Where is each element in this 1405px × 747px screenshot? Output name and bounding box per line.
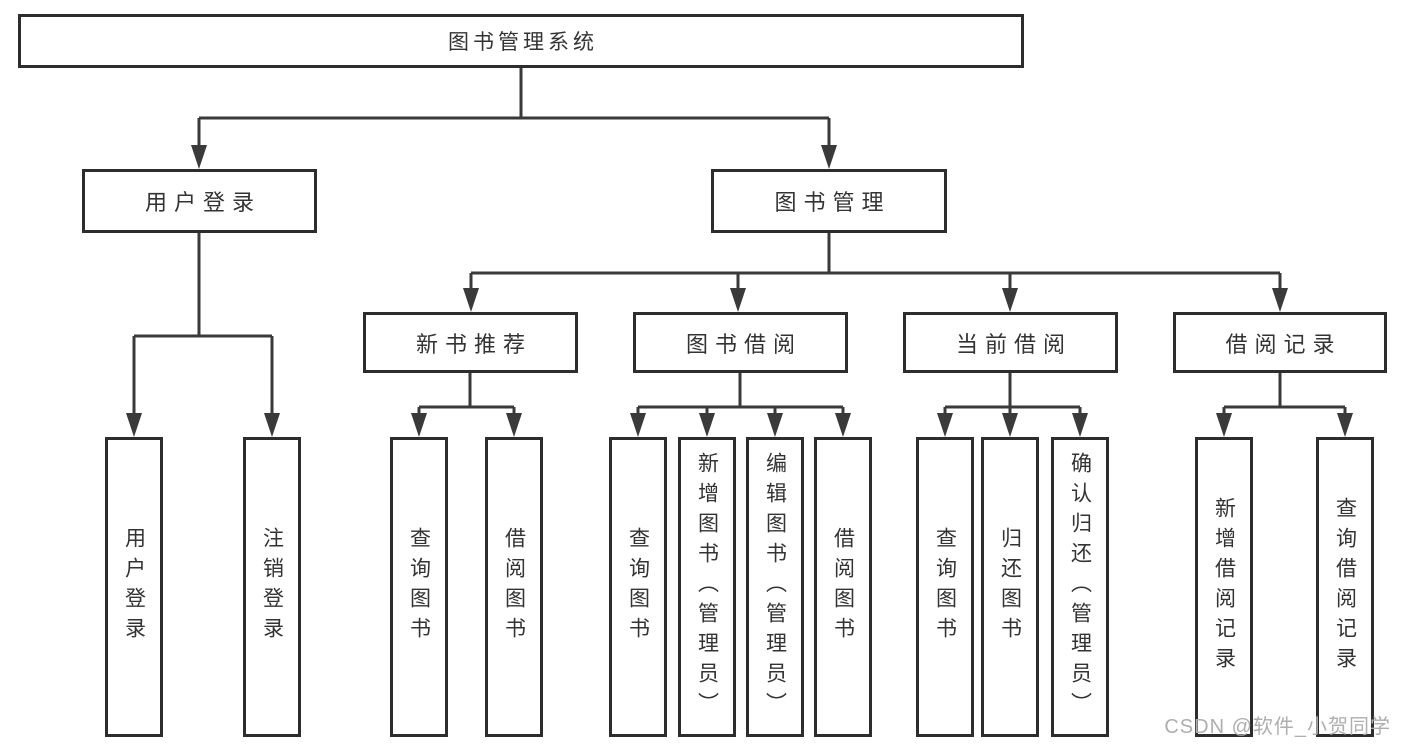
leaf-borrow-books: 借阅图书 <box>814 437 872 737</box>
leaf-user-login: 用户登录 <box>105 437 163 737</box>
node-root: 图书管理系统 <box>18 14 1024 68</box>
leaf-add-book-admin-label: 新增图书（管理员） <box>695 452 719 722</box>
leaf-query-books-recommend-label: 查询图书 <box>407 527 431 647</box>
leaf-confirm-return-admin-label: 确认归还（管理员） <box>1068 452 1092 722</box>
leaf-return-book: 归还图书 <box>981 437 1039 737</box>
leaf-logout-label: 注销登录 <box>260 527 284 647</box>
leaf-borrow-books-recommend: 借阅图书 <box>485 437 543 737</box>
leaf-query-books-recommend: 查询图书 <box>390 437 448 737</box>
leaf-query-borrow-record: 查询借阅记录 <box>1316 437 1374 737</box>
node-borrow-records-label: 借阅记录 <box>1225 331 1342 357</box>
arrowheads <box>126 145 1353 437</box>
node-book-borrow-label: 图书借阅 <box>685 331 802 357</box>
leaf-add-borrow-record-label: 新增借阅记录 <box>1212 497 1236 677</box>
leaf-logout: 注销登录 <box>243 437 301 737</box>
leaf-add-book-admin: 新增图书（管理员） <box>678 437 736 737</box>
leaf-add-borrow-record: 新增借阅记录 <box>1195 437 1253 737</box>
leaf-borrow-books-label: 借阅图书 <box>831 527 855 647</box>
leaf-borrow-books-recommend-label: 借阅图书 <box>502 527 526 647</box>
node-book-management-label: 图书管理 <box>774 190 891 215</box>
leaf-user-login-label: 用户登录 <box>122 527 146 647</box>
csdn-watermark: CSDN @软件_小贺同学 <box>1164 716 1391 738</box>
node-new-book-recommend: 新书推荐 <box>363 312 578 373</box>
node-borrow-records: 借阅记录 <box>1173 312 1387 373</box>
leaf-query-books-borrow: 查询图书 <box>609 437 667 737</box>
leaf-return-book-label: 归还图书 <box>998 527 1022 647</box>
leaf-query-books-current: 查询图书 <box>916 437 974 737</box>
node-new-book-recommend-label: 新书推荐 <box>415 331 532 357</box>
node-book-management: 图书管理 <box>711 169 947 233</box>
leaf-edit-book-admin: 编辑图书（管理员） <box>746 437 804 737</box>
node-current-borrow-label: 当前借阅 <box>955 331 1072 357</box>
node-user-login: 用户登录 <box>82 169 317 233</box>
leaf-edit-book-admin-label: 编辑图书（管理员） <box>763 452 787 722</box>
node-root-label: 图书管理系统 <box>448 31 598 54</box>
leaf-query-books-borrow-label: 查询图书 <box>626 527 650 647</box>
node-user-login-label: 用户登录 <box>144 190 261 215</box>
leaf-query-books-current-label: 查询图书 <box>933 527 957 647</box>
leaf-confirm-return-admin: 确认归还（管理员） <box>1051 437 1109 737</box>
node-book-borrow: 图书借阅 <box>633 312 848 373</box>
leaf-query-borrow-record-label: 查询借阅记录 <box>1333 497 1357 677</box>
node-current-borrow: 当前借阅 <box>903 312 1118 373</box>
